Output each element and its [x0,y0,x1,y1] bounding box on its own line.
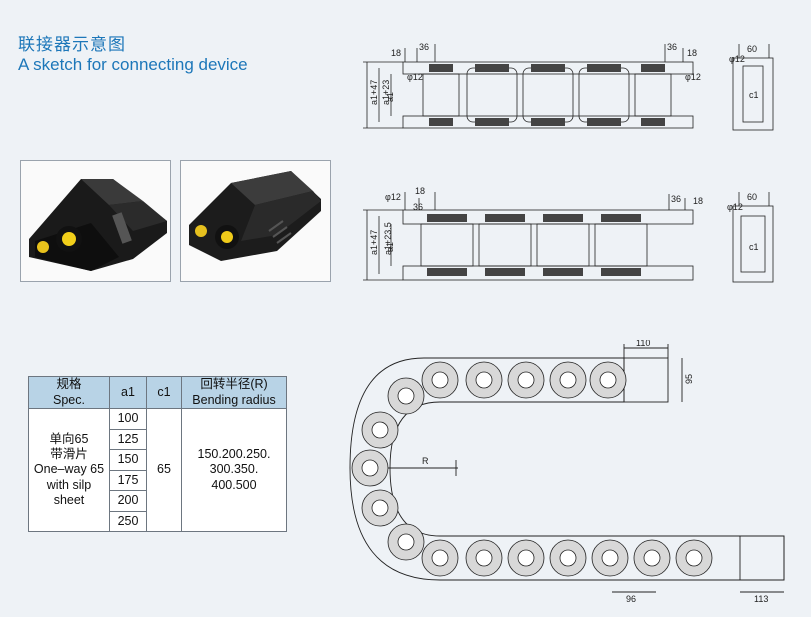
a1-value: 200 [109,490,147,512]
dim-label: a1+47 [369,80,379,105]
radius-line: 400.500 [211,477,257,492]
header-spec-en: Spec. [53,392,85,407]
connector-photo-2 [180,160,331,282]
radius-cell: 150.200.250. 300.350. 400.500 [181,408,287,532]
connector-photo-1 [20,160,171,282]
header-radius-cn: 回转半径(R) [200,377,268,392]
dim-label: 36 [667,42,677,52]
dim-label: φ12 [729,54,745,64]
dim-label: 110 [636,340,650,348]
dim-label: 36 [671,194,681,204]
spec-line: 带滑片 [50,447,88,462]
spec-cell: 单向65 带滑片 One–way 65 with silp sheet [28,408,110,532]
radius-line: 300.350. [209,462,259,477]
dim-label: φ12 [385,192,401,202]
a1-value: 125 [109,428,147,450]
dim-label: 60 [747,44,757,54]
dim-label: 18 [391,48,401,58]
spec-line: 单向65 [49,431,89,446]
chain-bending-drawing: 110 95 R 96 113 [349,340,785,604]
header-c1: c1 [146,376,182,409]
dim-label: a1 [385,242,395,252]
dim-label: 96 [626,594,636,604]
header-spec-cn: 规格 [56,377,82,392]
a1-value: 250 [109,510,147,532]
c1-value: 65 [146,408,182,532]
dim-label: a1+23.5 [383,222,393,255]
title-chinese: 联接器示意图 [18,35,126,54]
a1-value: 175 [109,469,147,491]
dim-label: 18 [415,186,425,196]
dim-label: 95 [684,374,694,384]
radius-line: 150.200.250. [197,447,271,462]
header-a1: a1 [109,376,147,409]
dim-label: 36 [419,42,429,52]
dim-label: a1+47 [369,230,379,255]
header-spec: 规格 Spec. [28,376,110,409]
dim-label: φ12 [685,72,701,82]
header-radius-en: Bending radius [192,392,276,407]
spec-table: 规格 Spec. a1 c1 回转半径(R) Bending radius 单向… [28,376,287,532]
dim-label: c1 [749,242,759,252]
dim-label: φ12 [727,202,743,212]
dim-label: 113 [754,594,768,604]
a1-value: 100 [109,408,147,430]
middle-view-drawing: 18 36 36 18 60 a1+47 a1+23.5 a1 c1 φ12 φ… [363,186,774,283]
dim-label: 36 [413,202,423,212]
dim-label: 60 [747,192,757,202]
dim-label: c1 [749,90,759,100]
top-view-drawing: 18 36 36 18 60 a1+47 a1+23 a1 c1 φ12 φ12… [363,42,774,131]
spec-line: with silp [46,477,92,492]
spec-line: sheet [53,492,85,507]
dim-label: R [422,456,429,466]
header-radius: 回转半径(R) Bending radius [181,376,287,409]
dim-label: 18 [693,196,703,206]
dim-label: φ12 [407,72,423,82]
title-english: A sketch for connecting device [18,55,248,74]
spec-line: One–way 65 [33,462,105,477]
dim-label: a1+23 [381,80,391,105]
a1-value: 150 [109,449,147,471]
dim-label: 18 [687,48,697,58]
dim-label: a1 [385,92,395,102]
